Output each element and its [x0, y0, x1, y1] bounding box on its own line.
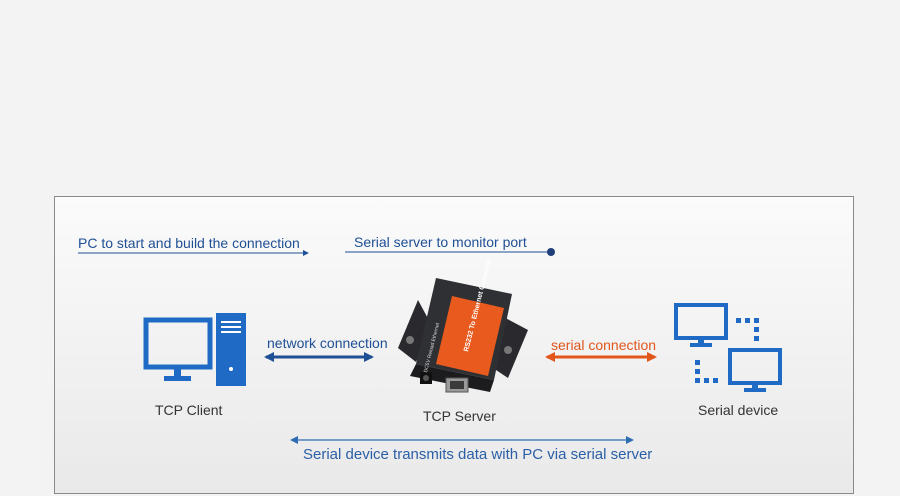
data-transmission-caption: Serial device transmits data with PC via…: [303, 446, 653, 463]
computer-icon: [143, 313, 246, 386]
serial-device-icon: [674, 303, 782, 392]
network-connection-label: network connection: [267, 335, 388, 351]
monitor-port-caption: Serial server to monitor port: [354, 234, 527, 250]
monitor-port-dot: [547, 248, 555, 256]
serial-server-device-icon: RS232 To Ethernet Converter: [398, 257, 528, 393]
serial-device-label: Serial device: [698, 402, 779, 418]
serial-connection-label: serial connection: [551, 337, 657, 353]
start-connection-caption: PC to start and build the connection: [78, 235, 300, 251]
tcp-client-label: TCP Client: [155, 402, 223, 418]
tcp-server-label: TCP Server: [423, 408, 496, 424]
